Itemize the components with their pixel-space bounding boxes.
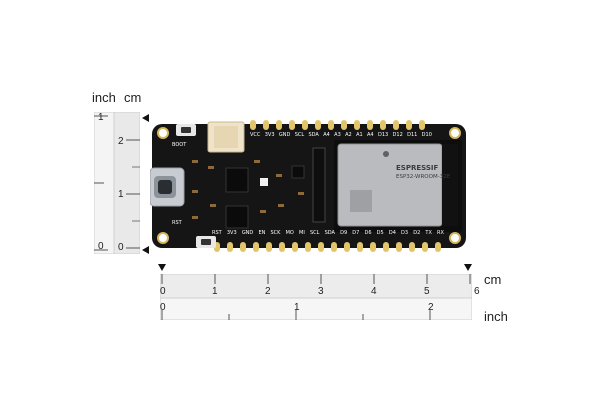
bottom-pin-label: D4 <box>388 230 396 236</box>
vertical-ruler-inch-unit: inch <box>92 90 116 105</box>
horizontal-ruler-cm-unit: cm <box>484 272 502 287</box>
top-pin-label: D12 <box>392 132 403 138</box>
horizontal-inch-tick-1: 1 <box>294 302 300 313</box>
horizontal-ruler-inch-unit: inch <box>484 309 508 324</box>
bottom-pin-labels: RST 3V3 GND EN SCK MO MI SCL SDA D9 D7 D… <box>212 230 444 240</box>
board: ESPRESSIF ESP32-WROOM-32E D10 D11 D12 D1… <box>149 120 468 252</box>
top-pin-label: D11 <box>407 132 418 138</box>
vertical-alignment-markers <box>142 114 149 254</box>
bottom-pin-label: MO <box>285 230 294 236</box>
top-pin-label: D13 <box>377 132 389 138</box>
horizontal-cm-tick-3: 3 <box>318 286 324 297</box>
bottom-pin-label: D6 <box>364 230 372 236</box>
top-pin-label: SDA <box>308 132 319 138</box>
vertical-cm-tick-0: 0 <box>118 242 124 253</box>
vertical-cm-tick-2: 2 <box>118 136 124 147</box>
module-brand: ESPRESSIF <box>396 164 439 172</box>
vertical-inch-tick-0: 0 <box>98 241 104 252</box>
horizontal-inch-tick-2: 2 <box>428 302 434 313</box>
bottom-pin-label: EN <box>258 230 266 236</box>
bottom-pin-label: SDA <box>324 230 335 236</box>
top-pin-labels: D10 D11 D12 D13 A4 A1 A2 A3 A4 SDA SCL G… <box>250 132 432 142</box>
horizontal-inch-tick-0: 0 <box>160 302 166 313</box>
top-pin-label: GND <box>278 132 291 138</box>
vertical-ruler <box>93 111 141 255</box>
horizontal-cm-tick-2: 2 <box>265 286 271 297</box>
bottom-pin-label: 3V3 <box>226 230 237 236</box>
boot-label: BOOT <box>172 142 187 148</box>
vertical-cm-tick-1: 1 <box>118 189 124 200</box>
bottom-pin-label: D2 <box>413 230 421 236</box>
vertical-ruler-cm-unit: cm <box>124 90 142 105</box>
bottom-pin-label: D3 <box>401 230 409 236</box>
module-model: ESP32-WROOM-32E <box>396 174 451 180</box>
horizontal-ruler <box>159 273 473 321</box>
top-pin-label: A1 <box>356 132 363 138</box>
horizontal-cm-tick-4: 4 <box>371 286 377 297</box>
top-pin-label: A4 <box>367 132 374 138</box>
top-pin-label: D10 <box>421 132 432 138</box>
bottom-pin-label: D9 <box>340 230 348 236</box>
top-pin-label: SCL <box>294 132 305 138</box>
board-graphic <box>149 120 466 252</box>
bottom-pin-label: D5 <box>376 230 384 236</box>
bottom-pin-label: MI <box>299 230 305 236</box>
horizontal-alignment-markers <box>158 264 472 271</box>
top-pin-label: A2 <box>345 132 352 138</box>
top-pin-label: A3 <box>334 132 341 138</box>
vertical-ruler-graphic <box>93 111 141 255</box>
horizontal-cm-tick-0: 0 <box>160 286 166 297</box>
horizontal-cm-tick-1: 1 <box>212 286 218 297</box>
horizontal-cm-tick-6: 6 <box>474 286 480 297</box>
top-pin-label: 3V3 <box>264 132 275 138</box>
vertical-inch-tick-1: 1 <box>98 112 104 123</box>
rst-label: RST <box>172 220 182 226</box>
bottom-pin-label: SCL <box>309 230 320 236</box>
bottom-pin-label: RX <box>437 230 444 236</box>
top-pin-label: VCC <box>250 132 261 138</box>
bottom-pin-label: TX <box>425 230 432 236</box>
horizontal-cm-tick-5: 5 <box>424 286 430 297</box>
bottom-pin-label: D7 <box>352 230 360 236</box>
bottom-pin-label: SCK <box>270 230 281 236</box>
top-pin-label: A4 <box>323 132 330 138</box>
bottom-pin-label: RST <box>212 230 222 236</box>
bottom-pin-label: GND <box>241 230 254 236</box>
horizontal-ruler-graphic <box>159 273 473 321</box>
